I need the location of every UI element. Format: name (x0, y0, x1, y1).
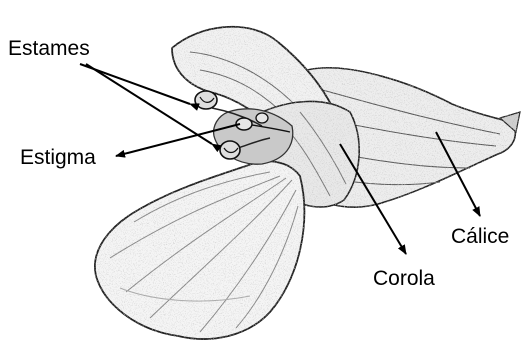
label-estigma: Estigma (20, 147, 96, 168)
label-corola: Corola (373, 268, 435, 289)
anther-upper (195, 91, 217, 109)
label-calice: Cálice (451, 226, 509, 247)
corolla-lower-lip (95, 161, 304, 339)
label-estames: Estames (8, 38, 90, 59)
